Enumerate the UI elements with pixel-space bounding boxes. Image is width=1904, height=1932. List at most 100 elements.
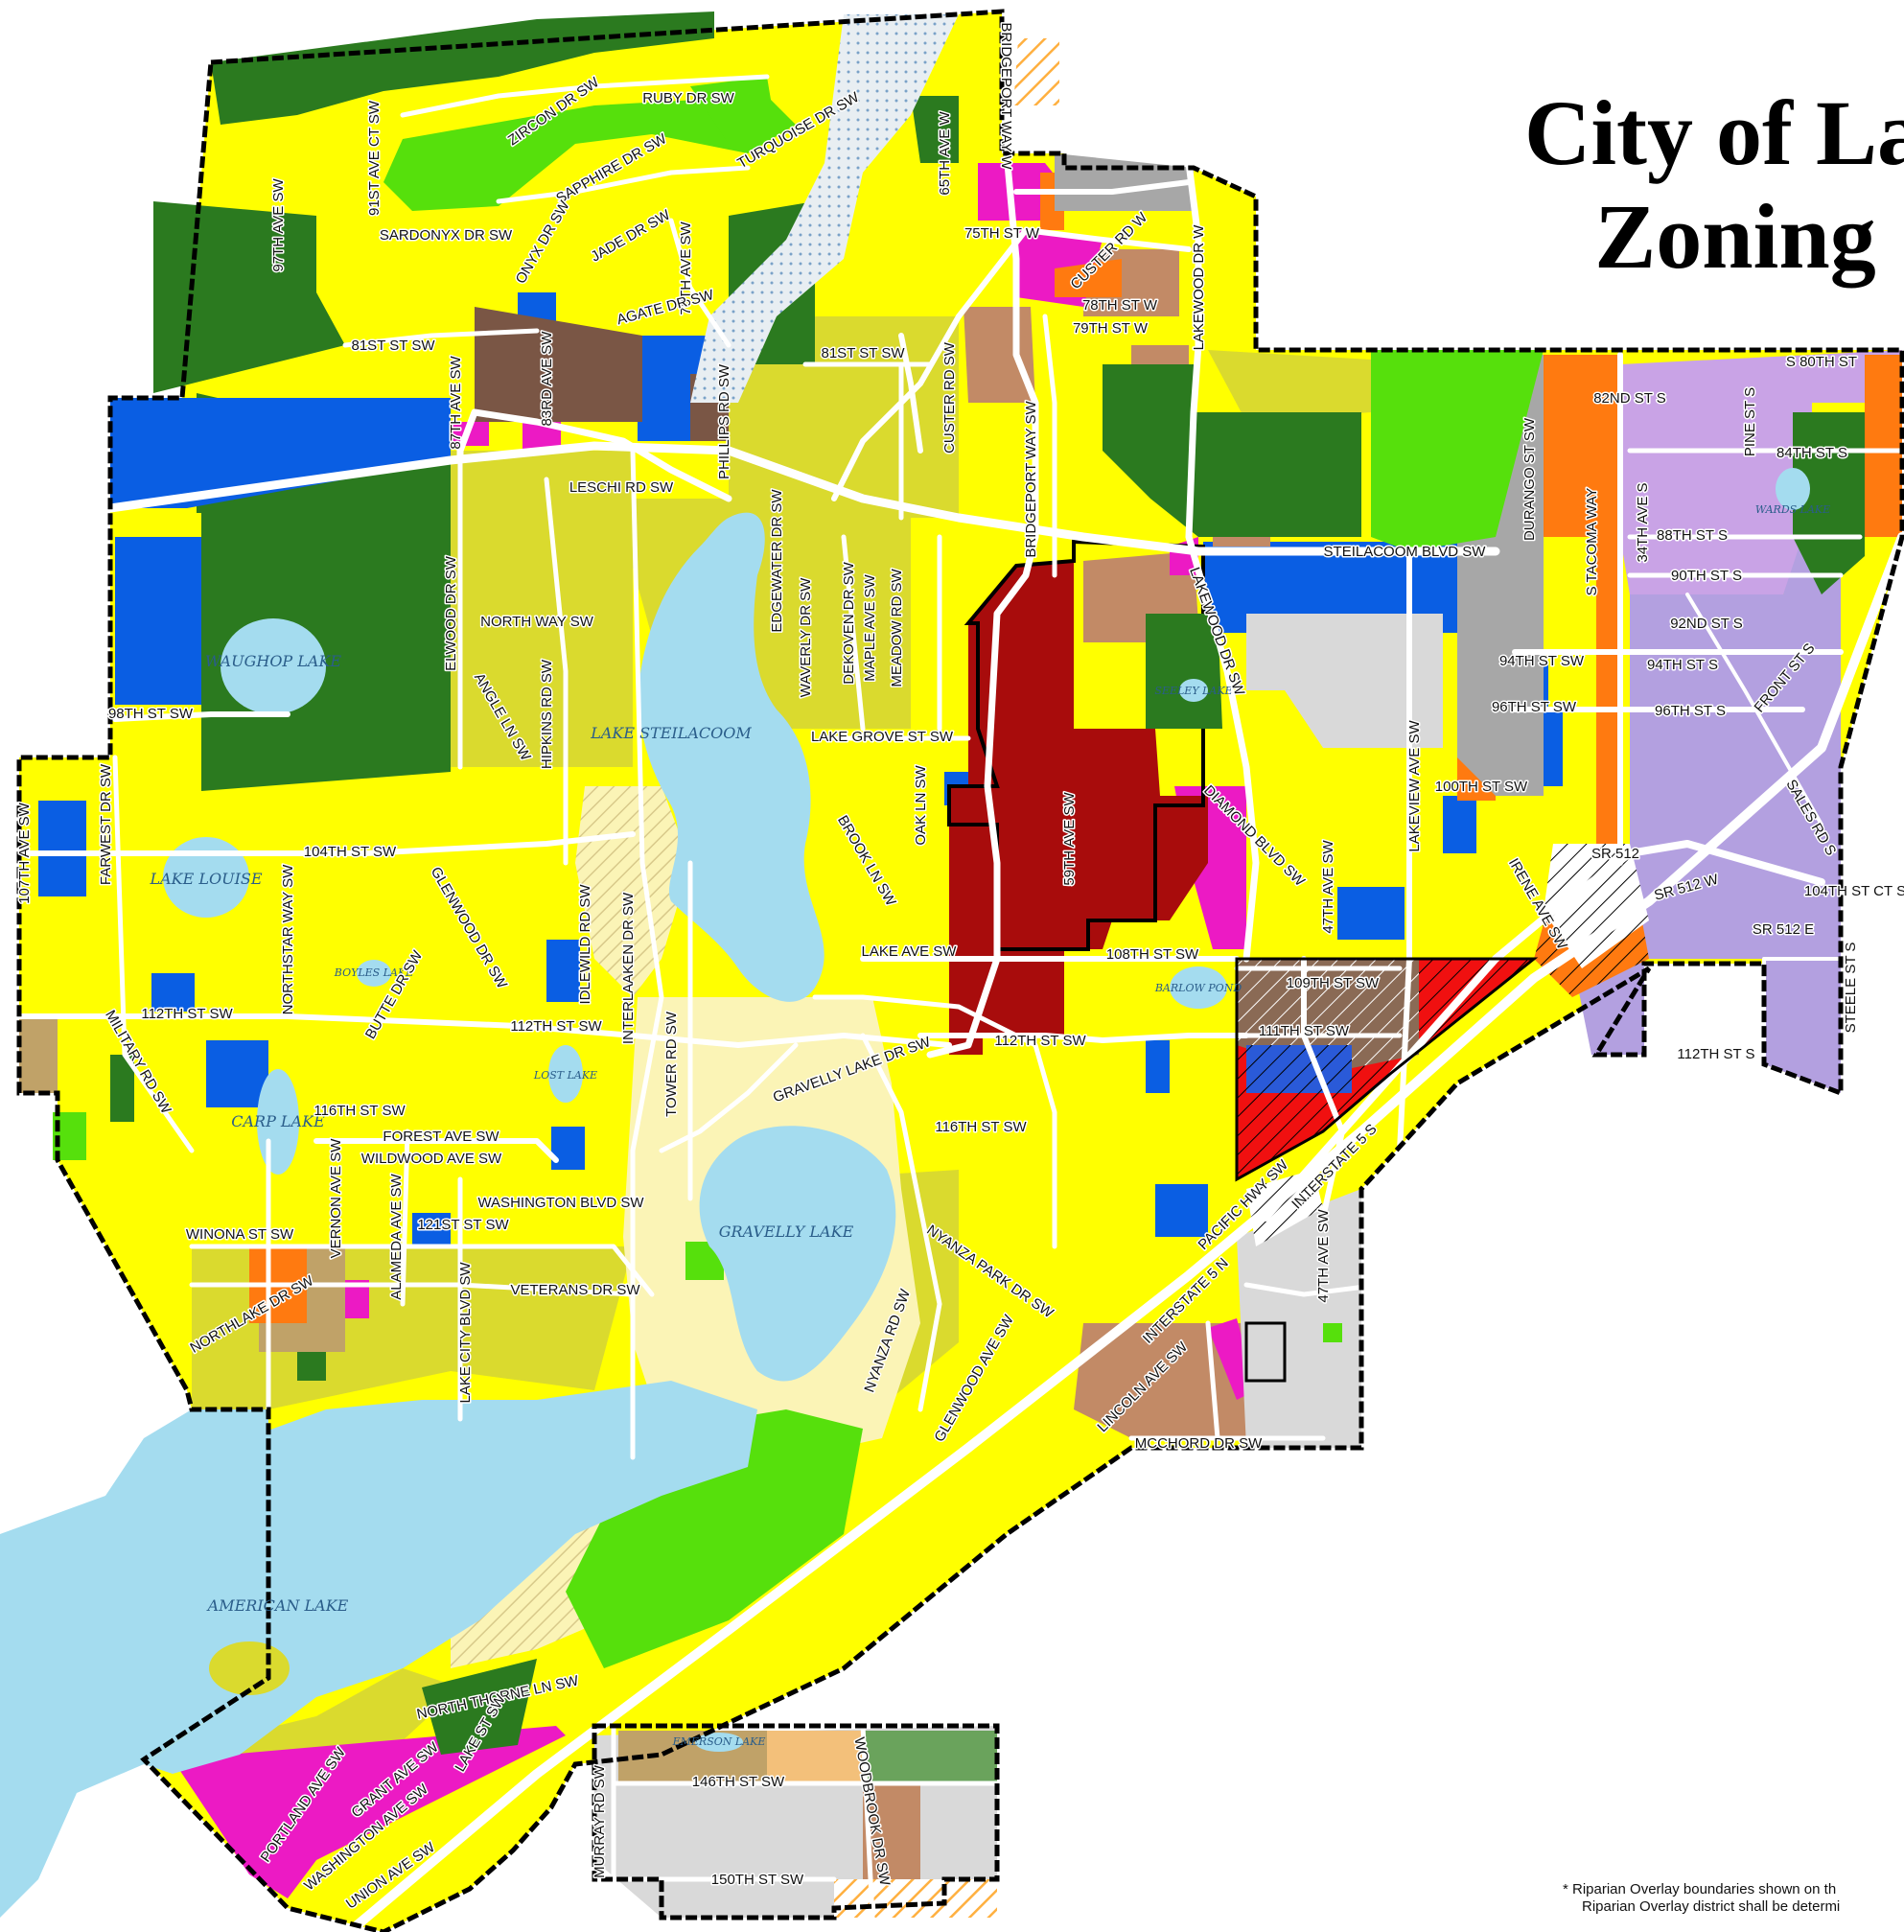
zone-woodbrook-green	[863, 1731, 997, 1783]
zone-industrial-wards-east	[1865, 355, 1902, 537]
zone-overlay-peach-hatch	[1007, 38, 1059, 105]
street-label: FARWEST DR SW	[98, 763, 114, 885]
lake-label-steilacoom: LAKE STEILACOOM	[590, 724, 752, 742]
road-network	[16, 15, 1904, 1932]
zone-commercial-pacific-hwy	[173, 1726, 566, 1898]
footnote-line-1: * Riparian Overlay boundaries shown on t…	[1563, 1881, 1837, 1897]
zone-mixed-use-bridgeport	[964, 307, 1035, 403]
street-label: 112TH ST SW	[510, 1018, 602, 1035]
zone-overlay-sr512-hatch	[1544, 844, 1649, 968]
street-label: 47TH AVE SW	[1315, 1209, 1332, 1303]
zone-industrial-south-lakewood-dr	[1055, 259, 1122, 297]
street-label: VERNON AVE SW	[328, 1138, 344, 1259]
street-label: BRIDGEPORT WAY SW	[1023, 400, 1039, 557]
city-boundary	[16, 9, 1904, 1932]
zone-woodbrook-hatch	[834, 1879, 997, 1918]
street-label: LESCHI RD SW	[569, 479, 674, 496]
zone-open-space-seeley	[1146, 614, 1222, 729]
zone-air-corridor-gray-2	[1457, 537, 1544, 796]
street-label: 98TH ST SW	[108, 706, 194, 722]
street-label: IDLEWILD RD SW	[577, 884, 593, 1005]
street-label: S TACOMA WAY	[1584, 488, 1600, 596]
lake-lost	[548, 1045, 583, 1103]
pond-barlow	[1170, 966, 1227, 1009]
street-label: PHILLIPS RD SW	[716, 363, 732, 479]
zone-woodbrook-brown	[863, 1783, 920, 1879]
zone-public-school-10	[1443, 796, 1476, 853]
street-label: 79TH ST W	[1073, 320, 1149, 337]
street-label: 78TH ST W	[1082, 297, 1158, 314]
map-title: City of La Zoning	[1524, 81, 1904, 289]
street-label: LAKEVIEW AVE SW	[1406, 720, 1423, 852]
zone-public-school-8	[1146, 1040, 1170, 1093]
street-label: LAKEWOOD DR W	[1191, 224, 1207, 351]
lincoln-boundary	[1244, 1321, 1287, 1383]
zone-public-steilacoom-blvd	[1203, 542, 1462, 633]
lake-seeley	[1179, 679, 1208, 702]
zone-multifamily-east-south	[1630, 537, 1841, 1093]
lake-emerson	[695, 1733, 743, 1752]
street-label: 83RD AVE SW	[539, 331, 555, 427]
street-label: ELWOOD DR SW	[443, 555, 459, 671]
zone-neighborhood-business-83rd	[475, 307, 642, 422]
lake-label-lost: LOST LAKE	[533, 1069, 597, 1082]
zone-park-golf-course	[383, 96, 796, 211]
street-label: CUSTER RD SW	[941, 341, 958, 454]
zone-military-gray-steilacoom	[1246, 614, 1443, 748]
street-label: ALAMEDA AVE SW	[388, 1173, 405, 1299]
street-label: MEADOW RD SW	[889, 568, 905, 687]
lake-labels: WAUGHOP LAKE LAKE STEILACOOM LAKE LOUISE…	[149, 503, 1830, 1748]
map-title-line-1: City of La	[1524, 81, 1904, 184]
zone-park-golf-2	[690, 77, 777, 144]
riparian-footnote: * Riparian Overlay boundaries shown on t…	[1563, 1881, 1904, 1916]
zone-open-space-south-shore	[422, 1659, 537, 1755]
zone-public-school-5	[546, 940, 580, 1002]
street-label: LAKE AVE SW	[862, 943, 958, 960]
street-label: 116TH ST SW	[935, 1119, 1027, 1135]
zone-central-business-district	[968, 561, 1208, 1036]
zone-open-space-wards	[1793, 412, 1865, 594]
street-label: STEILACOOM BLVD SW	[1324, 544, 1487, 560]
lake-label-gravelly: GRAVELLY LAKE	[719, 1222, 854, 1241]
street-label: MURRAY RD SW	[592, 1764, 608, 1878]
street-label: 87TH AVE SW	[448, 356, 464, 450]
lake-label-barlow: BARLOW POND	[1154, 982, 1242, 994]
street-label: 121ST ST SW	[417, 1217, 509, 1233]
lake-label-carp: CARP LAKE	[231, 1112, 325, 1130]
zone-open-space-lakewood-dr-e	[1265, 412, 1361, 537]
woodbrook-boundary	[592, 1723, 1000, 1920]
street-label: SARDONYX DR SW	[380, 227, 513, 244]
street-label: 112TH ST S	[1677, 1046, 1754, 1062]
street-label: WILDWOOD AVE SW	[361, 1151, 502, 1167]
lake-label-seeley: SEELEY LAKE	[1154, 685, 1232, 697]
street-label: DEKOVEN DR SW	[841, 561, 857, 684]
zone-public-school-3	[151, 973, 195, 1012]
lake-american-outlet	[0, 1409, 268, 1918]
zone-open-space-west-forest	[153, 201, 345, 393]
street-label: 91ST AVE CT SW	[366, 100, 383, 216]
street-label: 104TH ST CT S	[1804, 883, 1904, 899]
street-label: INTERLAAKEN DR SW	[620, 892, 637, 1044]
street-label: 34TH AVE S	[1635, 482, 1651, 562]
street-label: SR 512 E	[1753, 921, 1814, 938]
street-label: 111TH ST SW	[1259, 1023, 1350, 1039]
zone-business-tan-wsw	[19, 1016, 58, 1093]
lake-label-boyles: BOYLES LAKE	[334, 966, 413, 979]
lake-label-american: AMERICAN LAKE	[206, 1596, 349, 1615]
water-bodies	[0, 468, 1810, 1918]
street-label: 47TH AVE SW	[1320, 840, 1336, 934]
street-label: 92ND ST S	[1670, 616, 1743, 632]
street-label: 94TH ST SW	[1499, 653, 1585, 669]
street-label: 94TH ST S	[1647, 657, 1718, 673]
street-label: 84TH ST S	[1776, 445, 1847, 461]
street-label: NORTHSTAR WAY SW	[280, 864, 296, 1015]
lake-wards	[1776, 468, 1810, 510]
street-label: 100TH ST SW	[1435, 779, 1528, 795]
street-label: 65TH AVE W	[937, 111, 953, 196]
street-label: WAVERLY DR SW	[798, 577, 814, 697]
street-label: 104TH ST SW	[304, 844, 397, 860]
street-label: MAPLE AVE SW	[862, 573, 878, 681]
street-label: EDGEWATER DR SW	[769, 489, 785, 633]
lake-steilacoom	[639, 512, 824, 1002]
